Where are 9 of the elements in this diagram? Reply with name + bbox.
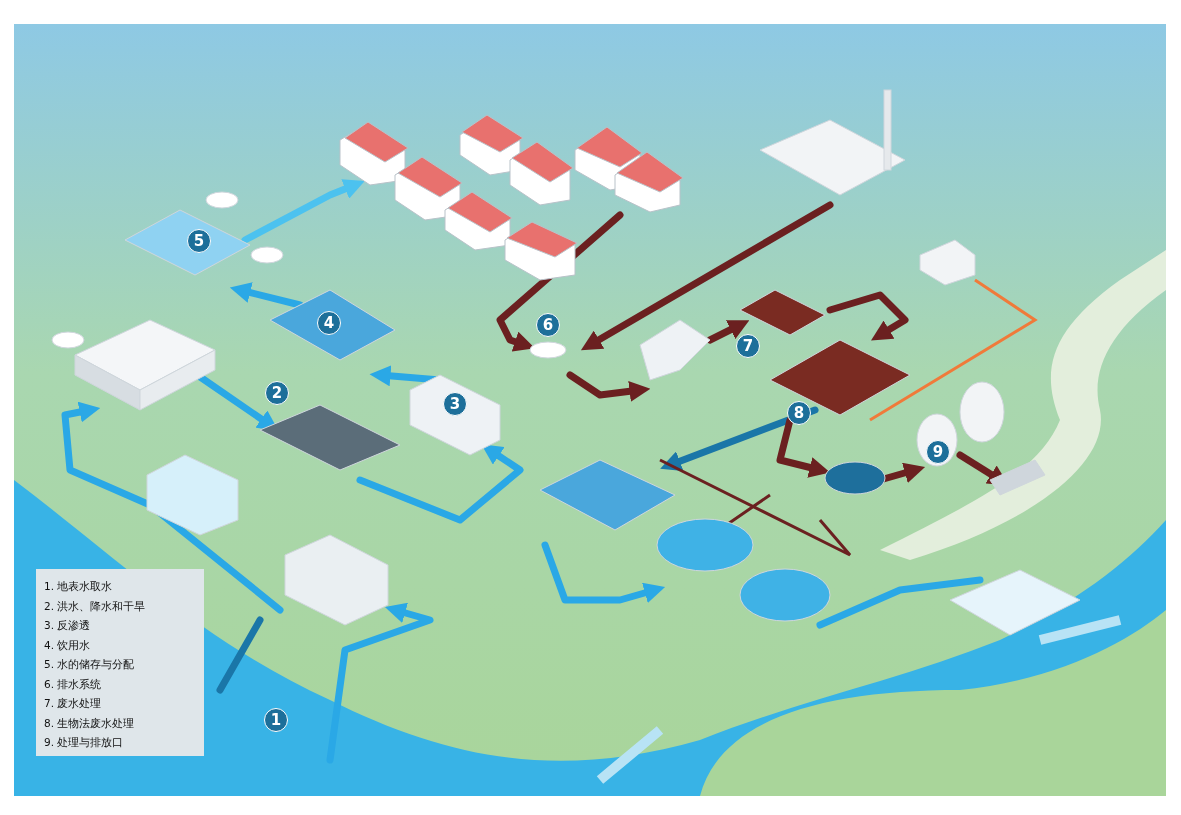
key-entry: 7. 废水处理	[44, 696, 103, 711]
key-entry: 4. 饮用水	[44, 637, 92, 653]
key-entry: 8. 生物法废水处理	[44, 715, 136, 731]
key-entry: 9. 处理与排放口	[44, 735, 125, 750]
key-entry: 1. 地表水取水	[44, 579, 114, 594]
key-entry: 5. 水的储存与分配	[44, 657, 136, 672]
key-entry: 6. 排水系统	[44, 676, 103, 692]
key-entry: 2. 洪水、降水和干旱	[44, 598, 147, 614]
key-entry: 3. 反渗透	[44, 618, 92, 633]
